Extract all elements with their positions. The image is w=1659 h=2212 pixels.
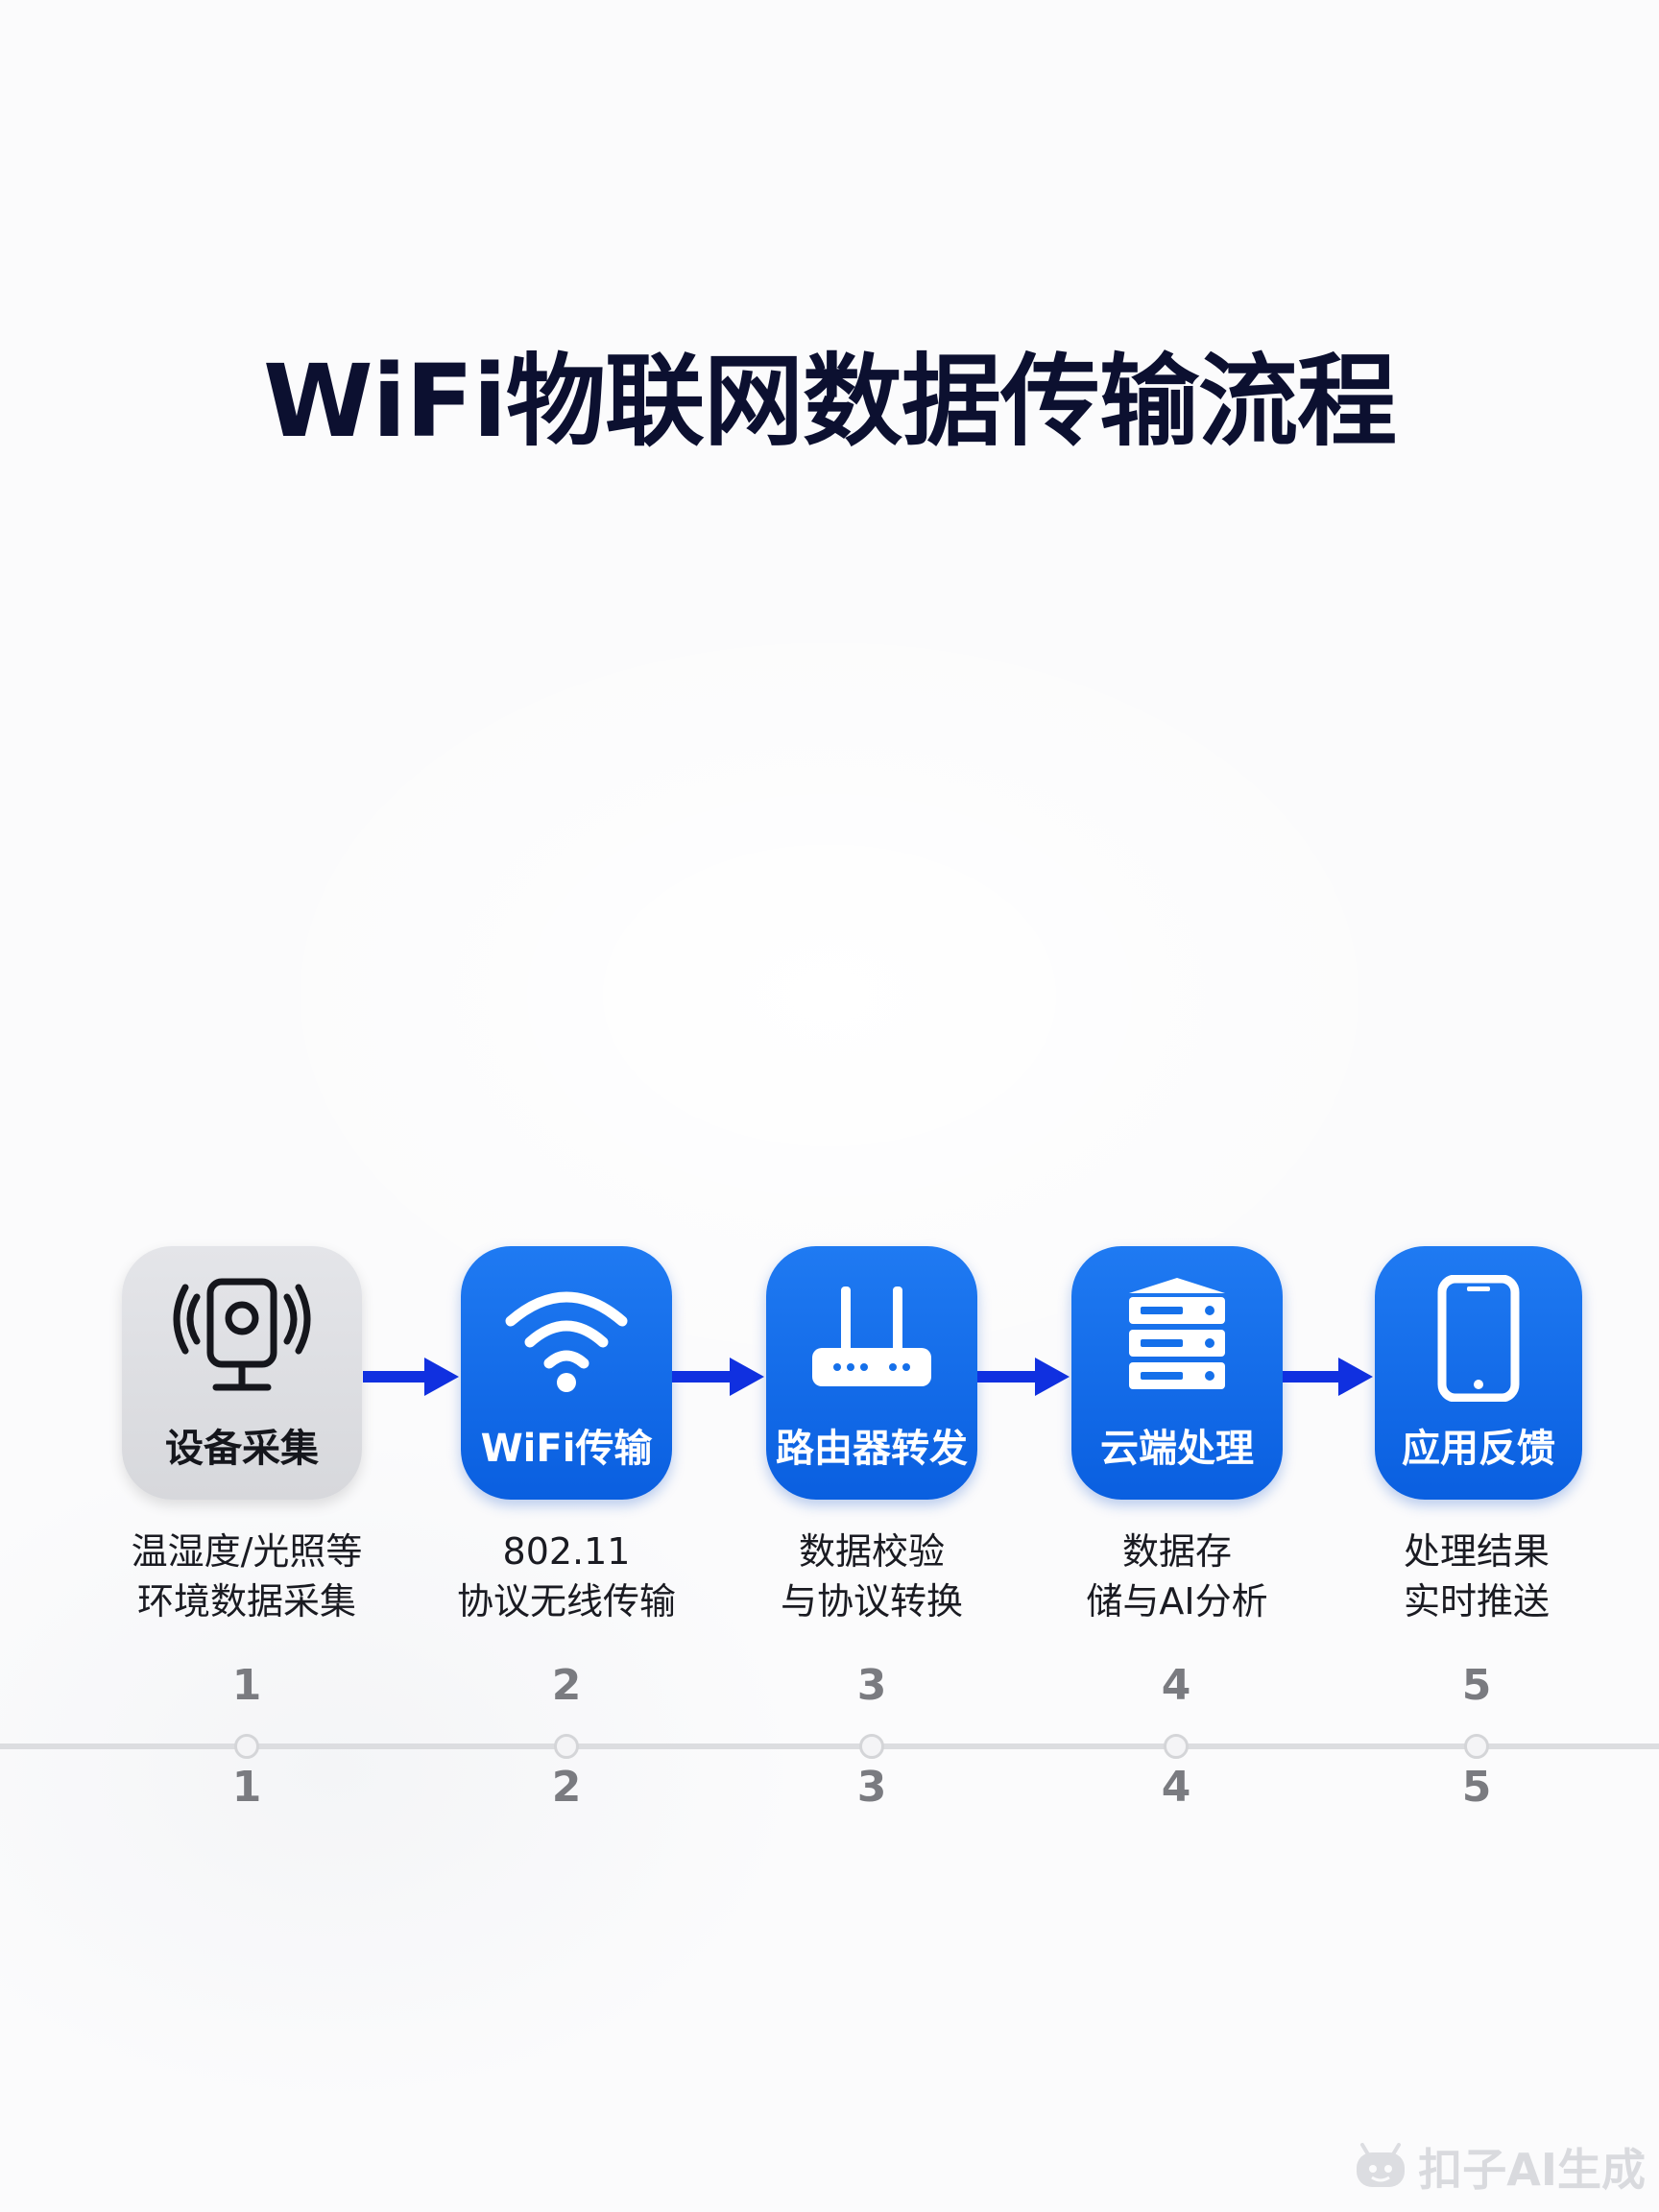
description-line: 数据校验 xyxy=(798,1530,945,1573)
step-tile-wifi-transmission: WiFi传输 xyxy=(461,1246,672,1500)
step-label: 路由器转发 xyxy=(776,1427,968,1471)
step-label: 设备采集 xyxy=(165,1427,319,1471)
step-number-bottom-3: 3 xyxy=(856,1763,887,1812)
step-label: WiFi传输 xyxy=(480,1427,653,1471)
step-number-top-1: 1 xyxy=(231,1661,262,1710)
step-number-top-4: 4 xyxy=(1161,1661,1191,1710)
step-description-2: 802.11 协议无线传输 xyxy=(422,1527,710,1626)
step-number-top-2: 2 xyxy=(551,1661,582,1710)
timeline-dot-3 xyxy=(859,1734,884,1759)
wifi-icon xyxy=(461,1271,672,1406)
server-icon xyxy=(1071,1271,1283,1406)
step-tile-device-capture: 设备采集 xyxy=(122,1246,362,1500)
watermark: 扣子AI生成 xyxy=(1353,2135,1646,2199)
step-tile-app-feedback: 应用反馈 xyxy=(1375,1246,1582,1500)
flow-arrow-2 xyxy=(672,1358,764,1396)
flow-arrow-4 xyxy=(1283,1358,1373,1396)
description-line: 数据存 xyxy=(1121,1530,1232,1573)
description-line: 环境数据采集 xyxy=(136,1580,356,1623)
timeline-dot-4 xyxy=(1164,1734,1189,1759)
timeline-dot-2 xyxy=(554,1734,579,1759)
router-icon xyxy=(766,1271,977,1406)
step-number-top-5: 5 xyxy=(1461,1661,1492,1710)
step-description-1: 温湿度/光照等 环境数据采集 xyxy=(103,1527,391,1626)
step-tile-router-forward: 路由器转发 xyxy=(766,1246,977,1500)
description-line: 与协议转换 xyxy=(780,1580,963,1623)
step-tile-cloud-processing: 云端处理 xyxy=(1071,1246,1283,1500)
step-number-bottom-4: 4 xyxy=(1161,1763,1191,1812)
timeline-dot-5 xyxy=(1464,1734,1489,1759)
page-title: WiFi物联网数据传输流程 xyxy=(262,343,1397,460)
step-number-bottom-2: 2 xyxy=(551,1763,582,1812)
timeline-dot-1 xyxy=(234,1734,259,1759)
description-line: 802.11 xyxy=(502,1530,631,1573)
watermark-text: 扣子AI生成 xyxy=(1418,2144,1646,2196)
step-description-5: 处理结果 实时推送 xyxy=(1333,1527,1621,1626)
step-number-bottom-5: 5 xyxy=(1461,1763,1492,1812)
step-description-3: 数据校验 与协议转换 xyxy=(728,1527,1016,1626)
step-number-bottom-1: 1 xyxy=(231,1763,262,1812)
description-line: 协议无线传输 xyxy=(456,1580,676,1623)
smartphone-icon xyxy=(1375,1271,1582,1406)
step-label: 云端处理 xyxy=(1100,1427,1254,1471)
step-description-4: 数据存 储与AI分析 xyxy=(1033,1527,1321,1626)
description-line: 处理结果 xyxy=(1403,1530,1550,1573)
timeline-track xyxy=(0,1743,1659,1749)
step-label: 应用反馈 xyxy=(1402,1427,1555,1471)
camera-sensor-icon xyxy=(122,1271,362,1406)
step-number-top-3: 3 xyxy=(856,1661,887,1710)
flow-arrow-3 xyxy=(977,1358,1070,1396)
bot-face-icon xyxy=(1357,2143,1406,2187)
description-line: 实时推送 xyxy=(1403,1580,1550,1623)
description-line: 温湿度/光照等 xyxy=(131,1530,363,1573)
flow-arrow-1 xyxy=(363,1358,459,1396)
description-line: 储与AI分析 xyxy=(1086,1580,1268,1623)
